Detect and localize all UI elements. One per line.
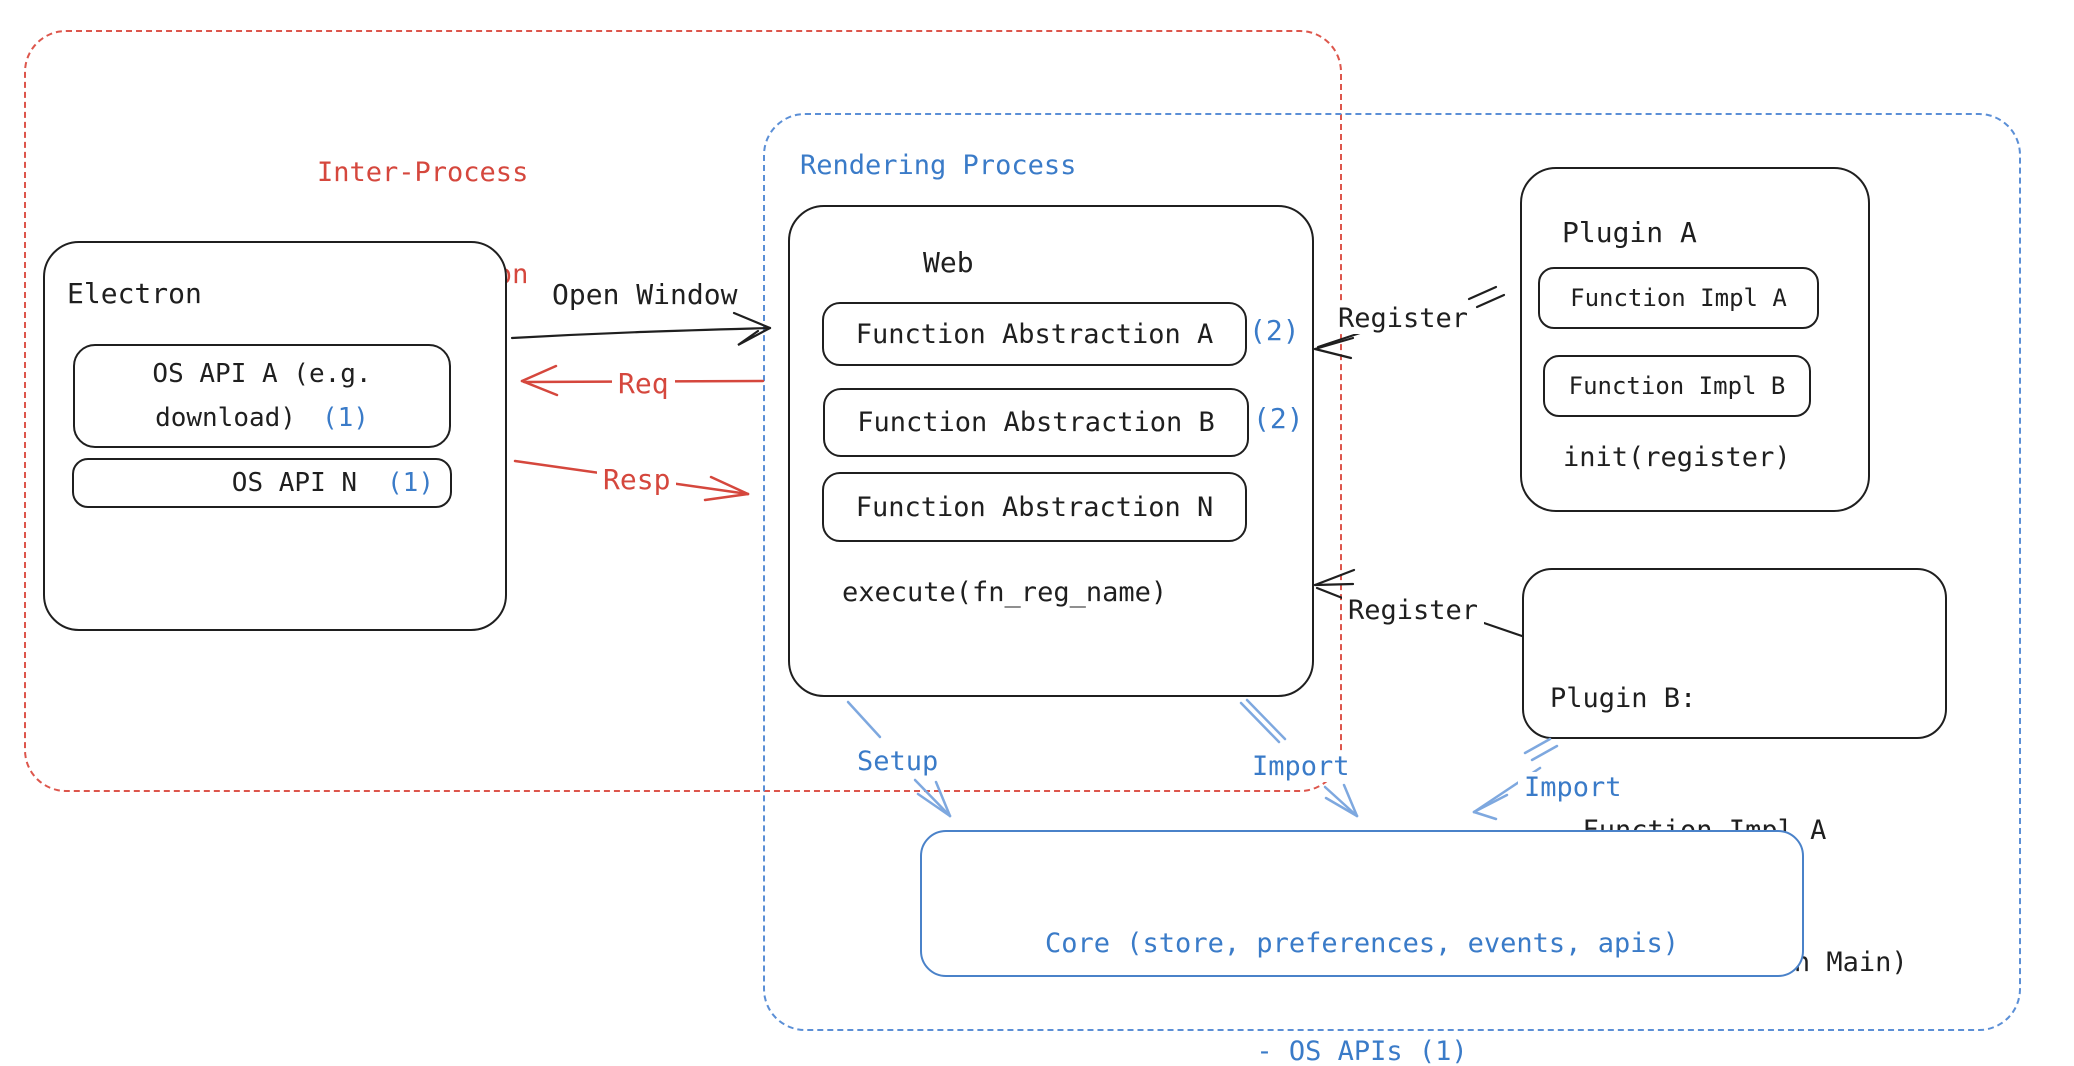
- register-plugin-b-label: Register: [1342, 595, 1485, 627]
- os-api-n-box: OS API N (1): [72, 458, 452, 508]
- open-window-label: Open Window: [552, 278, 738, 311]
- electron-title: Electron: [67, 277, 202, 310]
- resp-label: Resp: [597, 463, 677, 497]
- import-web-label: Import: [1246, 751, 1356, 783]
- core-box: Core (store, preferences, events, apis) …: [920, 830, 1804, 1066]
- function-abstraction-b-box: Function Abstraction B: [823, 388, 1249, 457]
- execute-label: execute(fn_reg_name): [842, 577, 1168, 608]
- function-abstraction-b-badge: (2): [1253, 402, 1304, 435]
- function-abstraction-a-badge: (2): [1249, 314, 1300, 347]
- rendering-region-frame: [763, 113, 2021, 1031]
- core-line1: Core (store, preferences, events, apis): [1045, 928, 1679, 959]
- plugin-a-box: [1520, 167, 1870, 512]
- web-title: Web: [923, 246, 974, 279]
- plugin-a-title: Plugin A: [1562, 216, 1697, 249]
- function-abstraction-n-box: Function Abstraction N: [822, 472, 1247, 542]
- import-plugin-b-label: Import: [1518, 772, 1628, 804]
- ipc-label-line1: Inter-Process: [317, 157, 529, 188]
- os-api-a-line2: download): [155, 403, 296, 433]
- plugin-b-line1: Plugin B:: [1550, 683, 1697, 714]
- ipc-region-frame: [24, 30, 1342, 792]
- core-line2: - OS APIs (1): [1256, 1036, 1468, 1066]
- os-api-a-box: OS API A (e.g. download) (1): [73, 344, 451, 448]
- os-api-n-label: OS API N: [231, 468, 358, 498]
- setup-label: Setup: [851, 746, 945, 778]
- req-label: Req: [612, 367, 675, 401]
- plugin-b-box: [1522, 568, 1947, 739]
- function-impl-a-box: Function Impl A: [1538, 267, 1819, 329]
- init-register-label: init(register): [1563, 442, 1791, 473]
- function-impl-b-box: Function Impl B: [1543, 355, 1811, 417]
- os-api-a-badge: (1): [321, 403, 369, 433]
- core-text: Core (store, preferences, events, apis) …: [922, 854, 1802, 1066]
- os-api-n-badge: (1): [387, 468, 434, 498]
- function-abstraction-a-box: Function Abstraction A: [822, 302, 1247, 366]
- os-api-a-line1: OS API A (e.g.: [152, 359, 372, 389]
- rendering-region-label: Rendering Process: [800, 150, 1077, 181]
- register-plugin-a-label: Register: [1332, 303, 1475, 335]
